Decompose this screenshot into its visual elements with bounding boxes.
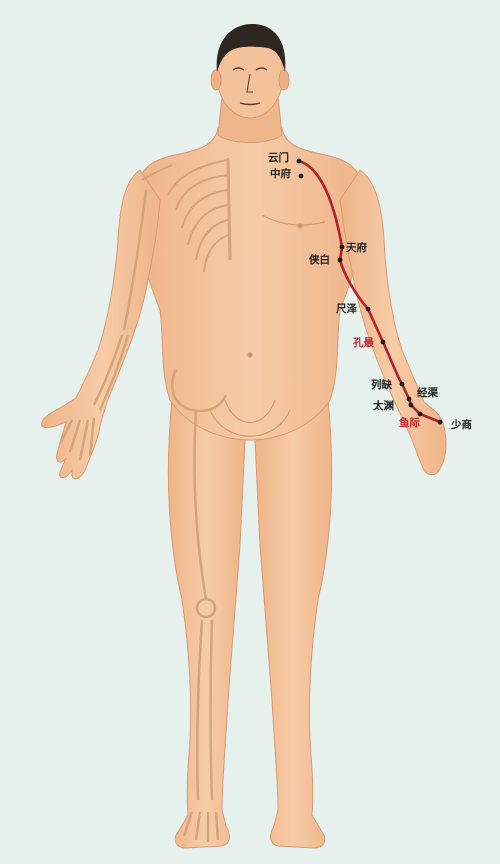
acupoint-dot xyxy=(296,158,302,164)
acupoint-label: 云门 xyxy=(268,151,289,164)
acupoint-label: 列缺 xyxy=(371,378,392,391)
right-ear xyxy=(210,69,222,91)
acupoint-dot xyxy=(339,244,345,250)
acupoint-dot xyxy=(365,306,371,312)
acupoint-label: 孔最 xyxy=(353,336,374,349)
acupoint-label: 中府 xyxy=(270,167,291,180)
arm-bones xyxy=(58,189,148,461)
acupoint-label: 尺泽 xyxy=(336,302,357,315)
face xyxy=(232,67,268,106)
hair xyxy=(216,24,286,72)
acupoint-dot xyxy=(408,402,414,408)
acupoint-label: 天府 xyxy=(346,241,367,254)
left-arm xyxy=(339,169,447,476)
right-arm xyxy=(41,169,161,480)
rib-cage xyxy=(141,157,232,273)
acupoint-dot xyxy=(298,173,304,179)
acupoint-dot xyxy=(417,411,423,417)
lung-meridian-line xyxy=(297,159,442,424)
leg-bones xyxy=(171,369,228,842)
acupoint-label: 经渠 xyxy=(417,386,438,399)
legs xyxy=(167,399,333,849)
acupoint-dot xyxy=(437,419,443,425)
acupoint-label: 鱼际 xyxy=(399,416,420,429)
acupoint-dot xyxy=(380,339,386,345)
left-leg xyxy=(254,399,333,849)
acupoint-dot xyxy=(406,396,412,402)
right-leg xyxy=(167,399,246,849)
acupoint-label: 少商 xyxy=(450,418,472,431)
acupoint-label: 侠白 xyxy=(309,253,330,266)
acupoint-dot xyxy=(399,381,405,387)
left-ear xyxy=(278,69,290,91)
torso xyxy=(135,127,365,441)
acupoint-label: 太渊 xyxy=(372,399,394,412)
acupoint-dot xyxy=(337,257,343,263)
body-contours xyxy=(209,214,326,437)
